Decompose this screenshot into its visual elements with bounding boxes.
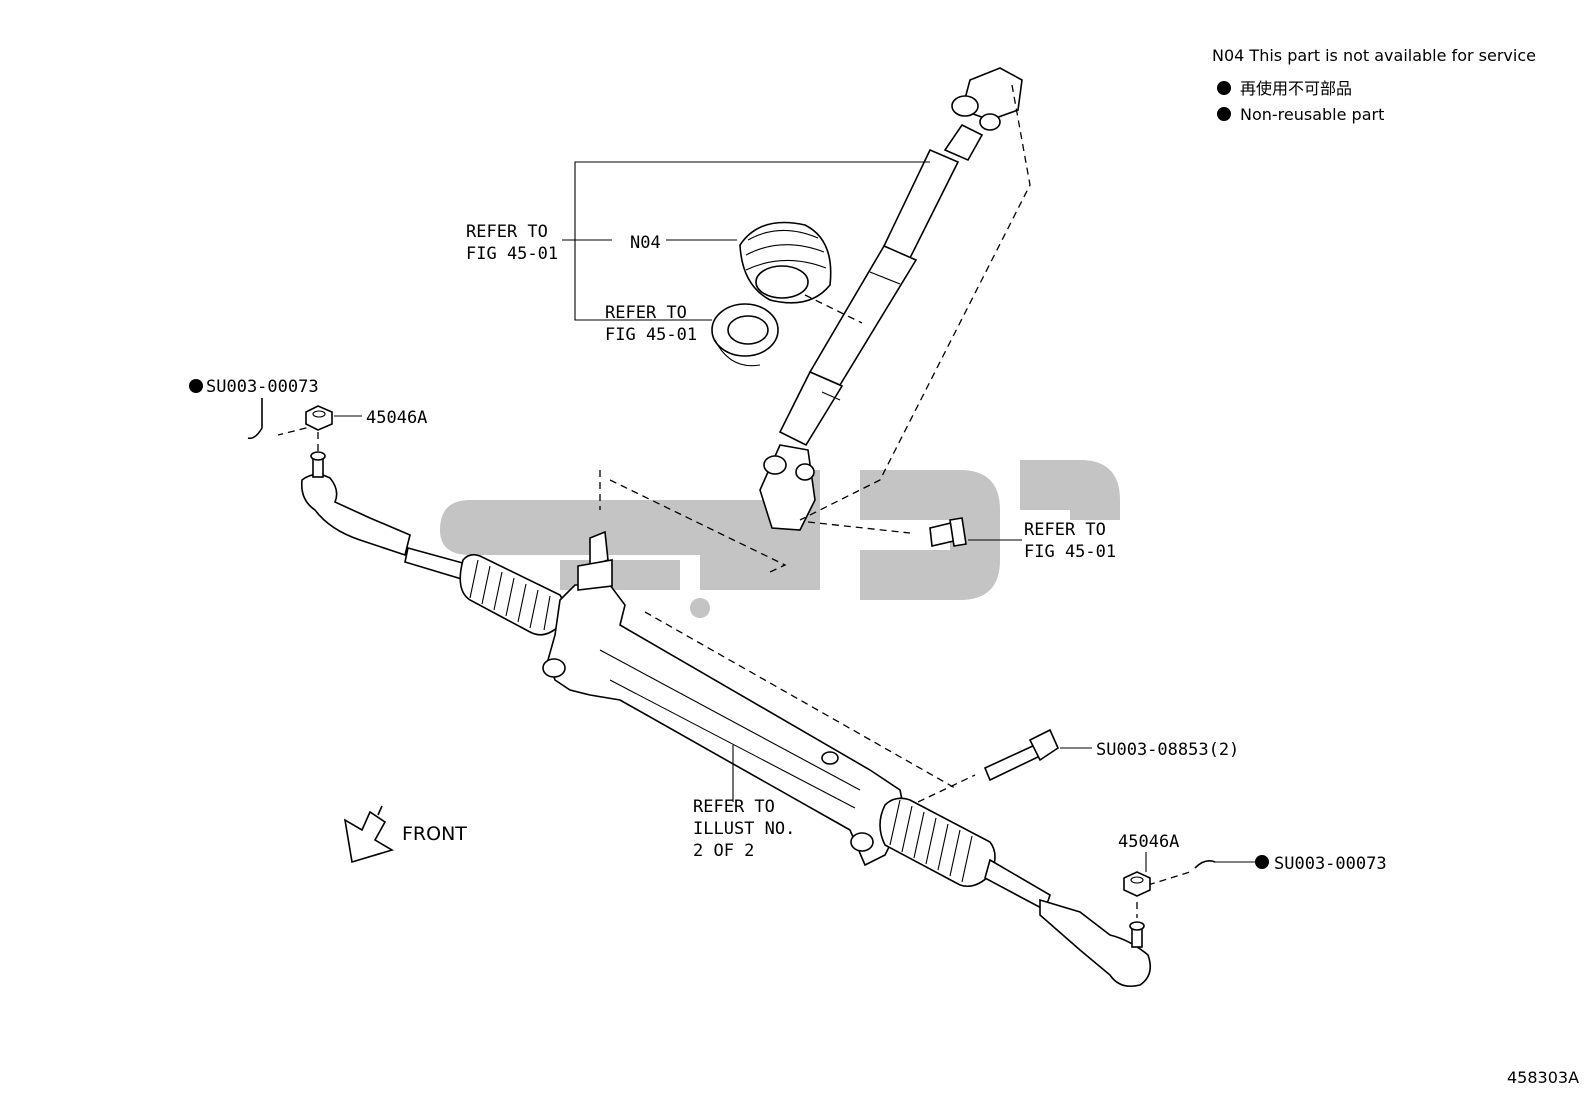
refer-fig-a-line2: FIG 45-01	[466, 244, 558, 264]
steering-rack	[404, 530, 1051, 912]
non-reusable-bullet-icon	[189, 379, 203, 393]
legend-item-jp: 再使用不可部品	[1240, 79, 1352, 98]
non-reusable-bullet-icon	[1217, 81, 1231, 95]
non-reusable-bullet-icon	[1255, 855, 1269, 869]
part-n04: N04	[630, 233, 661, 253]
diagram-id: 458303A	[1507, 1068, 1579, 1087]
non-reusable-bullet-icon	[1217, 107, 1231, 121]
front-arrow-icon	[343, 805, 394, 864]
intermediate-shaft	[759, 67, 1023, 531]
refer-fig-c-line1: REFER TO	[1024, 520, 1106, 540]
cotter-pin-right	[1194, 860, 1216, 869]
part-nut-left: 45046A	[366, 408, 427, 428]
tie-rod-end-left	[300, 451, 411, 557]
refer-fig-c-line2: FIG 45-01	[1024, 542, 1116, 562]
refer-fig-a-line1: REFER TO	[466, 222, 548, 242]
watermark-logo	[440, 460, 1120, 618]
front-label: FRONT	[402, 823, 467, 845]
leader-lines	[334, 415, 1255, 872]
bolt-yoke	[929, 517, 967, 547]
part-nut-right: 45046A	[1118, 832, 1179, 852]
dust-boot	[739, 221, 832, 304]
part-su-left: SU003-00073	[206, 377, 319, 397]
refer-fig-b-line2: FIG 45-01	[605, 325, 697, 345]
cotter-pin-left	[247, 398, 263, 440]
refer-illust-line2: ILLUST NO.	[693, 819, 795, 839]
seal-ring	[711, 303, 779, 367]
leader-lines-top	[562, 161, 930, 321]
part-bolt: SU003-08853(2)	[1096, 740, 1239, 760]
nut-left	[305, 405, 333, 431]
refer-fig-b-line1: REFER TO	[605, 303, 687, 323]
tie-rod-end-right	[1039, 898, 1151, 988]
refer-illust-line1: REFER TO	[693, 797, 775, 817]
part-su-right: SU003-00073	[1274, 854, 1387, 874]
bolt-mount	[983, 728, 1060, 782]
legend-note: N04 This part is not available for servi…	[1212, 46, 1536, 65]
refer-illust-line3: 2 OF 2	[693, 841, 754, 861]
legend-item-en: Non-reusable part	[1240, 105, 1384, 124]
nut-right	[1123, 871, 1151, 897]
